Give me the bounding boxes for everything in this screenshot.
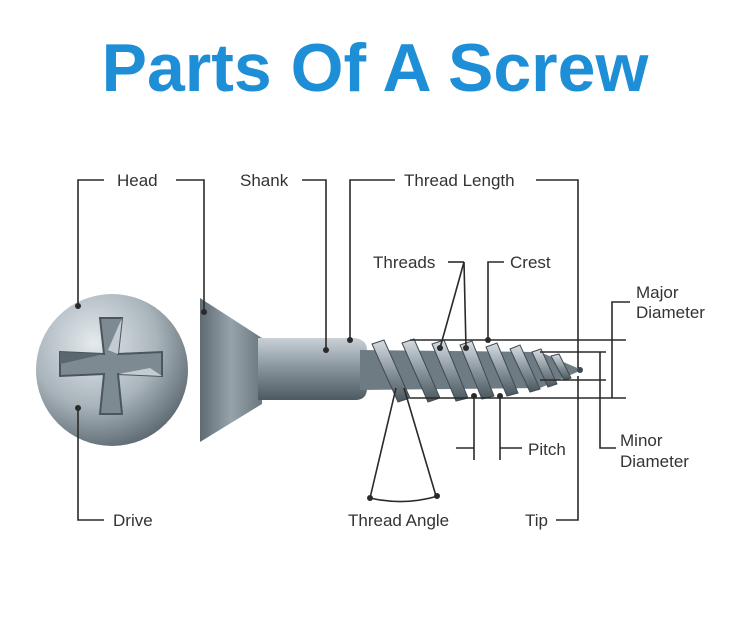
screw-side-view: [200, 298, 583, 442]
label-thread-length: Thread Length: [404, 171, 515, 190]
label-tip: Tip: [525, 511, 548, 530]
label-shank: Shank: [240, 171, 289, 190]
screw-head-top-view: [36, 294, 188, 446]
label-thread-angle: Thread Angle: [348, 511, 449, 530]
label-crest: Crest: [510, 253, 551, 272]
label-minor-diameter-line2: Diameter: [620, 452, 689, 471]
page-title: Parts Of A Screw: [101, 30, 649, 106]
label-head: Head: [117, 171, 158, 190]
label-major-diameter-line1: Major: [636, 283, 679, 302]
label-drive: Drive: [113, 511, 153, 530]
label-minor-diameter-line1: Minor: [620, 431, 663, 450]
label-threads: Threads: [373, 253, 435, 272]
label-major-diameter-line2: Diameter: [636, 303, 705, 322]
leader-lines: [75, 179, 630, 521]
label-pitch: Pitch: [528, 440, 566, 459]
